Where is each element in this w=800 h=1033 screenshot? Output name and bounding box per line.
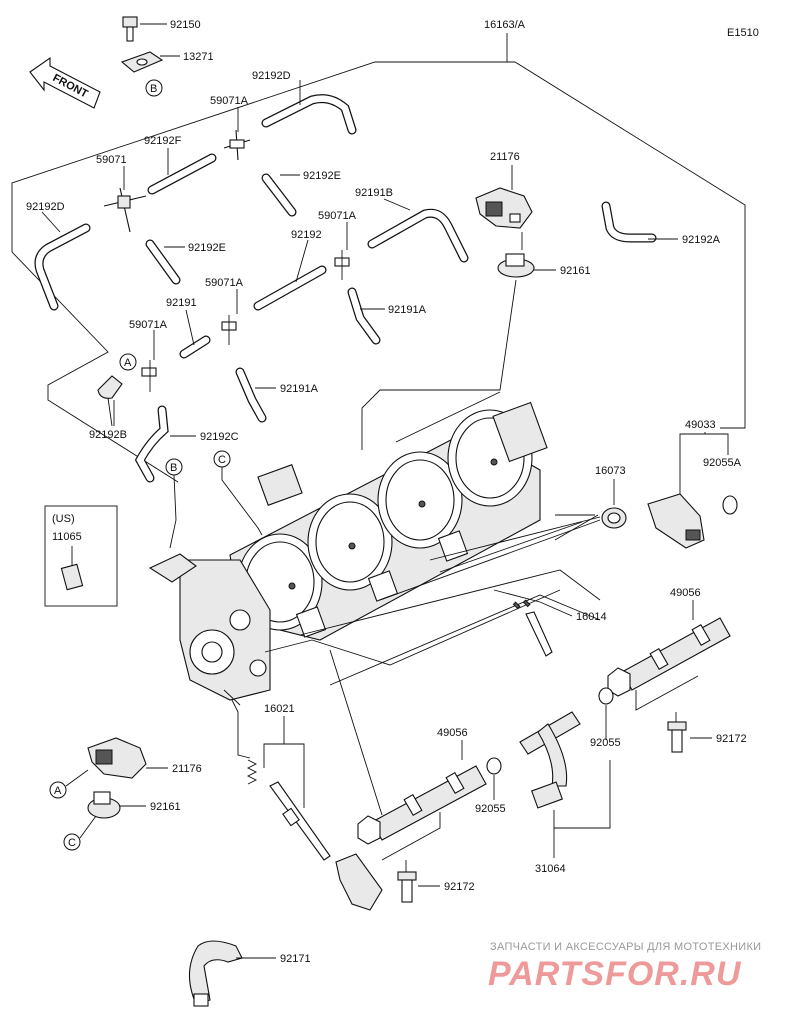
part-label-92055a: 92055A — [703, 457, 742, 469]
part-label-92191a-1: 92191A — [388, 304, 427, 316]
part-label-21176-left: 21176 — [172, 763, 202, 775]
assembly-outline — [11, 33, 746, 541]
part-label-92192d-top: 92192D — [252, 70, 291, 82]
vacuum-hoses — [34, 94, 657, 483]
part-label-92192: 92192 — [291, 229, 322, 241]
part-label-59071a-3: 59071A — [205, 277, 244, 289]
part-label-92055-right: 92055 — [590, 737, 621, 749]
part-label-92192b: 92192B — [89, 429, 127, 441]
part-label-92192e-2: 92192E — [188, 242, 226, 254]
cap-11065 — [60, 563, 84, 591]
bolt-92172-bottom — [397, 871, 417, 903]
callout-a-label-left: A — [54, 785, 62, 797]
part-label-92192c: 92192C — [200, 431, 239, 443]
screw-16014 — [512, 599, 553, 657]
sensor-holder-92161-left — [87, 791, 121, 819]
throttle-bore-2 — [307, 493, 393, 591]
part-label-21176-top: 21176 — [490, 151, 520, 163]
clamp-13271 — [120, 51, 180, 73]
part-label-13271: 13271 — [183, 51, 214, 63]
diagram-code: E1510 — [727, 27, 759, 39]
part-label-59071a-4: 59071A — [129, 319, 168, 331]
grommet-16073 — [601, 507, 627, 529]
front-direction-arrow: FRONT — [29, 56, 101, 109]
part-label-92191a-2: 92191A — [280, 383, 319, 395]
spring-16021 — [246, 759, 258, 785]
part-label-92150: 92150 — [170, 19, 201, 31]
part-label-92171: 92171 — [280, 953, 311, 965]
part-label-92055-mid: 92055 — [475, 803, 506, 815]
part-label-92192d-left: 92192D — [26, 201, 65, 213]
part-label-31064: 31064 — [535, 863, 566, 875]
o-ring-92055a — [722, 495, 738, 515]
part-label-16073: 16073 — [595, 465, 626, 477]
throttle-body-assembly — [148, 401, 548, 701]
callout-a-circle-top — [119, 353, 137, 371]
part-label-59071a-2: 59071A — [318, 210, 357, 222]
part-label-49033: 49033 — [685, 419, 716, 431]
sensor-holder-92161-top — [497, 253, 535, 278]
part-label-92172-right: 92172 — [716, 733, 747, 745]
throttle-leaders — [223, 516, 601, 706]
screw-16021 — [269, 781, 383, 911]
watermark-subtitle: ЗАПЧАСТИ И АКСЕССУАРЫ ДЛЯ МОТОТЕХНИКИ — [490, 941, 761, 953]
part-label-59071: 59071 — [96, 154, 127, 166]
fuel-pipe-31064 — [519, 711, 581, 809]
part-label-92192e-1: 92192E — [303, 170, 341, 182]
fittings — [103, 129, 350, 392]
part-label-49056-right: 49056 — [670, 587, 701, 599]
part-label-92161-top: 92161 — [560, 265, 591, 277]
sensor-49033 — [647, 493, 705, 549]
callout-c-label-mid: C — [218, 454, 226, 466]
part-label-92192f: 92192F — [144, 135, 182, 147]
clip-92171 — [188, 940, 243, 1007]
part-label-92172-bottom: 92172 — [444, 881, 475, 893]
us-only-box: (US) 11065 — [44, 505, 118, 607]
part-label-11065: 11065 — [52, 531, 82, 543]
part-label-59071a-1: 59071A — [210, 95, 249, 107]
part-label-16021: 16021 — [264, 703, 295, 715]
callout-b-label-mid: B — [170, 462, 177, 474]
callout-c-circle-left — [63, 833, 81, 851]
part-label-92191: 92191 — [166, 297, 197, 309]
callout-a-circle-left — [49, 781, 67, 799]
part-label-92161-left: 92161 — [150, 801, 181, 813]
bolt-92172-right — [667, 721, 687, 753]
bolt-92150 — [122, 16, 167, 42]
assembly-ref-label: 16163/A — [484, 19, 526, 31]
part-label-92192a: 92192A — [682, 234, 721, 246]
sensor-21176-left — [87, 737, 147, 779]
callout-c-label-left: C — [68, 837, 76, 849]
fuel-rail-49056-right — [607, 617, 731, 697]
fuel-rail-49056-mid — [357, 765, 487, 845]
part-label-92191b: 92191B — [355, 187, 393, 199]
throttle-bore-3 — [377, 451, 463, 549]
hose-leaders — [41, 80, 678, 437]
sensor-21176-top — [475, 187, 533, 229]
callout-b-label: B — [150, 83, 157, 95]
callout-b-circle — [145, 79, 163, 97]
callout-a-label-top: A — [124, 357, 132, 369]
watermark: ЗАПЧАСТИ И АКСЕССУАРЫ ДЛЯ МОТОТЕХНИКИ PA… — [488, 941, 761, 993]
part-label-16014: 16014 — [576, 611, 607, 623]
connector-92192b — [97, 375, 123, 399]
o-ring-92055-mid — [486, 757, 502, 775]
o-ring-92055-right — [598, 687, 614, 705]
part-label-49056-mid: 49056 — [437, 727, 468, 739]
watermark-brand: PARTSFOR.RU — [488, 955, 742, 993]
region-note: (US) — [52, 513, 75, 525]
